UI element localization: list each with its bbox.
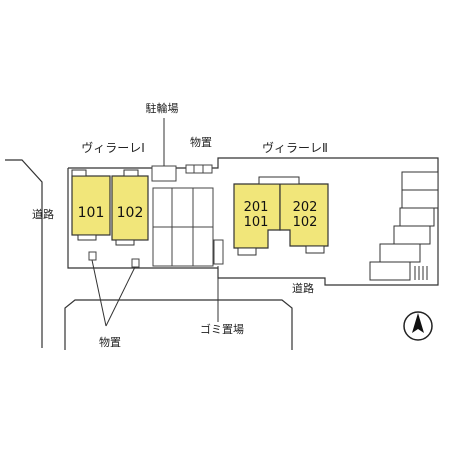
unit-label-201: 201 <box>244 200 269 215</box>
storage-small-box-2 <box>131 258 140 268</box>
villa-1-title: ヴィラーレⅠ <box>81 140 145 155</box>
left-road-edge <box>5 159 43 348</box>
garbage-box <box>213 239 224 265</box>
villa-2-title: ヴィラーレⅡ <box>262 140 328 155</box>
storage-small-box-1 <box>88 251 97 261</box>
bottom-block-outline <box>64 299 293 350</box>
bicycle-parking-box <box>151 165 177 182</box>
unit-202-102-villa-2 <box>279 183 329 247</box>
unit-label-101: 101 <box>78 205 105 221</box>
lot-outline <box>67 157 439 286</box>
north-arrow-icon <box>403 311 433 341</box>
bicycle-parking-label: 駐輪場 <box>146 101 179 115</box>
storage-top-boxes <box>185 164 213 174</box>
storage-top-label: 物置 <box>190 135 212 149</box>
staircase-blocks <box>369 171 439 281</box>
road-left-label: 道路 <box>32 207 54 221</box>
road-bottom-label: 道路 <box>292 281 314 295</box>
storage-bottom-label: 物置 <box>99 335 121 349</box>
stair-ladder <box>414 266 428 280</box>
unit-label-102-villa-2: 102 <box>293 215 318 230</box>
unit-label-202: 202 <box>293 200 318 215</box>
parking-area <box>152 187 214 267</box>
garbage-label: ゴミ置場 <box>200 322 244 336</box>
leader-lines <box>91 118 219 327</box>
villa-2-building: 201 101 202 102 <box>233 176 329 256</box>
villa-1-building: 101 102 <box>71 169 149 246</box>
unit-label-102: 102 <box>117 205 144 221</box>
unit-label-101-villa-2: 101 <box>244 215 269 230</box>
